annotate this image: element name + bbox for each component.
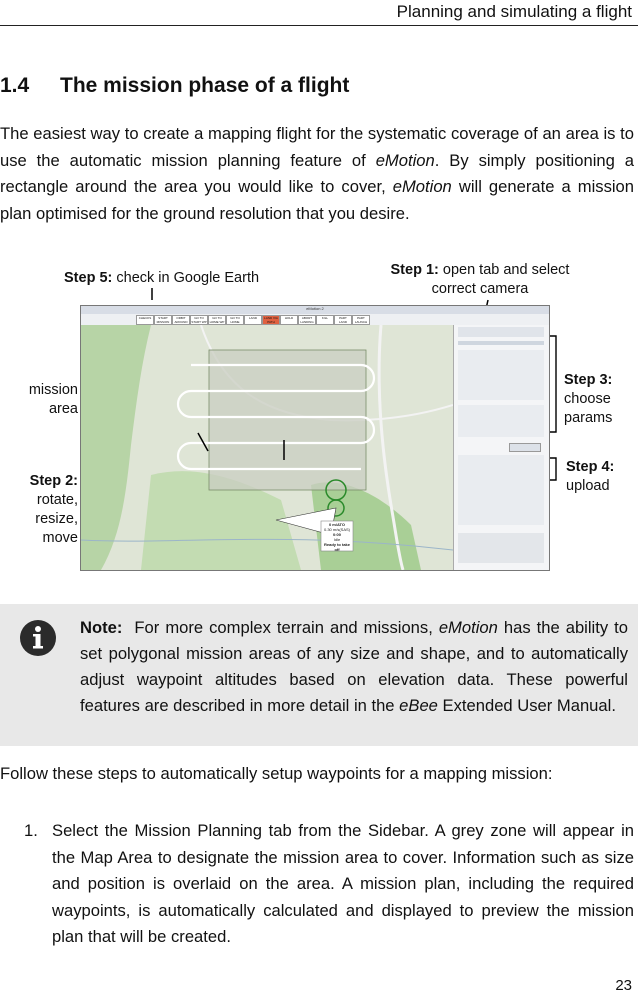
- step3-annotation: Step 3: choose params: [564, 371, 612, 428]
- toolbar-button[interactable]: HOLD: [280, 315, 298, 325]
- step3-bracket: [545, 335, 557, 433]
- map-area[interactable]: [81, 325, 453, 570]
- follow-paragraph: Follow these steps to automatically setu…: [0, 764, 553, 783]
- road: [377, 325, 405, 570]
- step2-line2: resize,: [35, 511, 78, 527]
- step2-annotation: Step 2: rotate, resize, move: [4, 472, 78, 548]
- upload-button[interactable]: [509, 443, 541, 452]
- note-box: [0, 604, 638, 746]
- window-title: eMotion 2: [306, 306, 324, 311]
- step3-label: Step 3:: [564, 372, 613, 388]
- river: [81, 538, 453, 551]
- toolbar-button[interactable]: CHECKS: [136, 315, 154, 325]
- toolbar-button[interactable]: ABORT LANDING: [298, 315, 316, 325]
- list-item: Select the Mission Planning tab from the…: [52, 821, 634, 946]
- step5-label: Step 5:: [64, 270, 113, 286]
- step4-line1: upload: [566, 478, 610, 494]
- camera-model-row[interactable]: [458, 341, 544, 345]
- step3-line2: params: [564, 410, 613, 426]
- intro-text-3: will generate a mission plan optimised f…: [0, 177, 635, 223]
- step5-annotation: Step 5: check in Google Earth: [64, 269, 259, 288]
- mission-area-annotation: mission area: [10, 381, 78, 419]
- toolbar-button[interactable]: START MISSION: [154, 315, 172, 325]
- rotate-handle[interactable]: [197, 432, 209, 452]
- toolbar-button[interactable]: GO TO HOME WP: [208, 315, 226, 325]
- section-number: 1.4: [0, 74, 30, 97]
- toolbar-button[interactable]: GO TO START WP: [190, 315, 208, 325]
- note-emphasis-2: eBee: [399, 696, 438, 715]
- intro-emphasis-2: eMotion: [392, 177, 452, 196]
- step4-annotation: Step 4: upload: [566, 458, 614, 496]
- status-sub: 0.30 m/s(SAS): [323, 527, 350, 532]
- header-rule: [0, 25, 638, 26]
- toolbar-button[interactable]: GO TO HOME: [226, 315, 244, 325]
- step2-label: Step 2:: [29, 473, 78, 489]
- toolbar-button[interactable]: LAND: [244, 315, 262, 325]
- step2-line3: move: [42, 530, 78, 546]
- status-ready: Ready to take off: [323, 542, 350, 552]
- section-title: 1.4 The mission phase of a flight: [0, 74, 349, 98]
- note-text: Note: For more complex terrain and missi…: [80, 615, 628, 719]
- step2-line1: rotate,: [36, 492, 78, 508]
- sidebar-tabs[interactable]: [458, 327, 544, 337]
- forest-area-left: [81, 325, 151, 570]
- status-speed: 0 m/ATO: [328, 522, 346, 527]
- list-number: 1.: [24, 821, 38, 840]
- step1-annotation: Step 1: open tab and select correct camer…: [390, 261, 570, 299]
- status-box: [320, 520, 354, 552]
- flight-lines: [176, 363, 376, 471]
- note-emphasis-1: eMotion: [438, 618, 498, 637]
- forest-area-bottom: [141, 471, 301, 570]
- mission-area-zone[interactable]: [208, 349, 367, 491]
- info-icon: [20, 620, 56, 656]
- intro-text-1: The easiest way to create a mapping flig…: [0, 124, 634, 170]
- status-time: 0:00: [332, 532, 341, 537]
- note-text-3: Extended User Manual.: [437, 696, 616, 715]
- step1-text-b: correct camera: [431, 281, 529, 297]
- step1-label: Step 1:: [390, 262, 439, 278]
- intro-text-2: . By simply positioning a rectangle arou…: [0, 150, 634, 197]
- step4-bracket: [545, 457, 557, 481]
- status-idle: Idle: [333, 537, 341, 542]
- toolbar-button[interactable]: LAND VIA PATH: [262, 315, 280, 325]
- toolbar-button[interactable]: PART LAUNCH: [352, 315, 370, 325]
- mission-area-text-b: area: [48, 401, 78, 417]
- window-title-bar: eMotion 2: [81, 306, 549, 314]
- note-text-1: For more complex terrain and missions,: [134, 618, 439, 637]
- mission-params-panel[interactable]: [458, 350, 544, 400]
- section-title-text: The mission phase of a flight: [60, 74, 350, 97]
- step5-text: check in Google Earth: [116, 270, 260, 286]
- step4-label: Step 4:: [566, 459, 615, 475]
- advanced-params-panel[interactable]: [458, 405, 544, 437]
- note-label: Note:: [80, 618, 123, 637]
- intro-emphasis-1: eMotion: [375, 150, 435, 170]
- mission-area-text-a: mission: [28, 382, 78, 398]
- running-title: Planning and simulating a flight: [396, 2, 632, 21]
- landing-circle: [327, 499, 345, 517]
- intro-paragraph: The easiest way to create a mapping flig…: [0, 121, 634, 227]
- toolbar-button[interactable]: ORBIT AROUND: [172, 315, 190, 325]
- note-text-2: has the ability to set polygonal mission…: [80, 618, 628, 715]
- sidebar: [453, 325, 549, 570]
- step1-text-a: open tab and select: [442, 262, 570, 278]
- flight-characteristics-panel: [458, 455, 544, 525]
- page-number: 23: [615, 977, 632, 994]
- simulation-panel[interactable]: [458, 533, 544, 563]
- step3-line1: choose: [564, 391, 611, 407]
- status-overlay: 0 m/ATO 0.30 m/s(SAS) 0:00 Idle Ready to…: [321, 522, 353, 552]
- toolbar-button[interactable]: PART LAND: [334, 315, 352, 325]
- toolbar-button[interactable]: KILL: [316, 315, 334, 325]
